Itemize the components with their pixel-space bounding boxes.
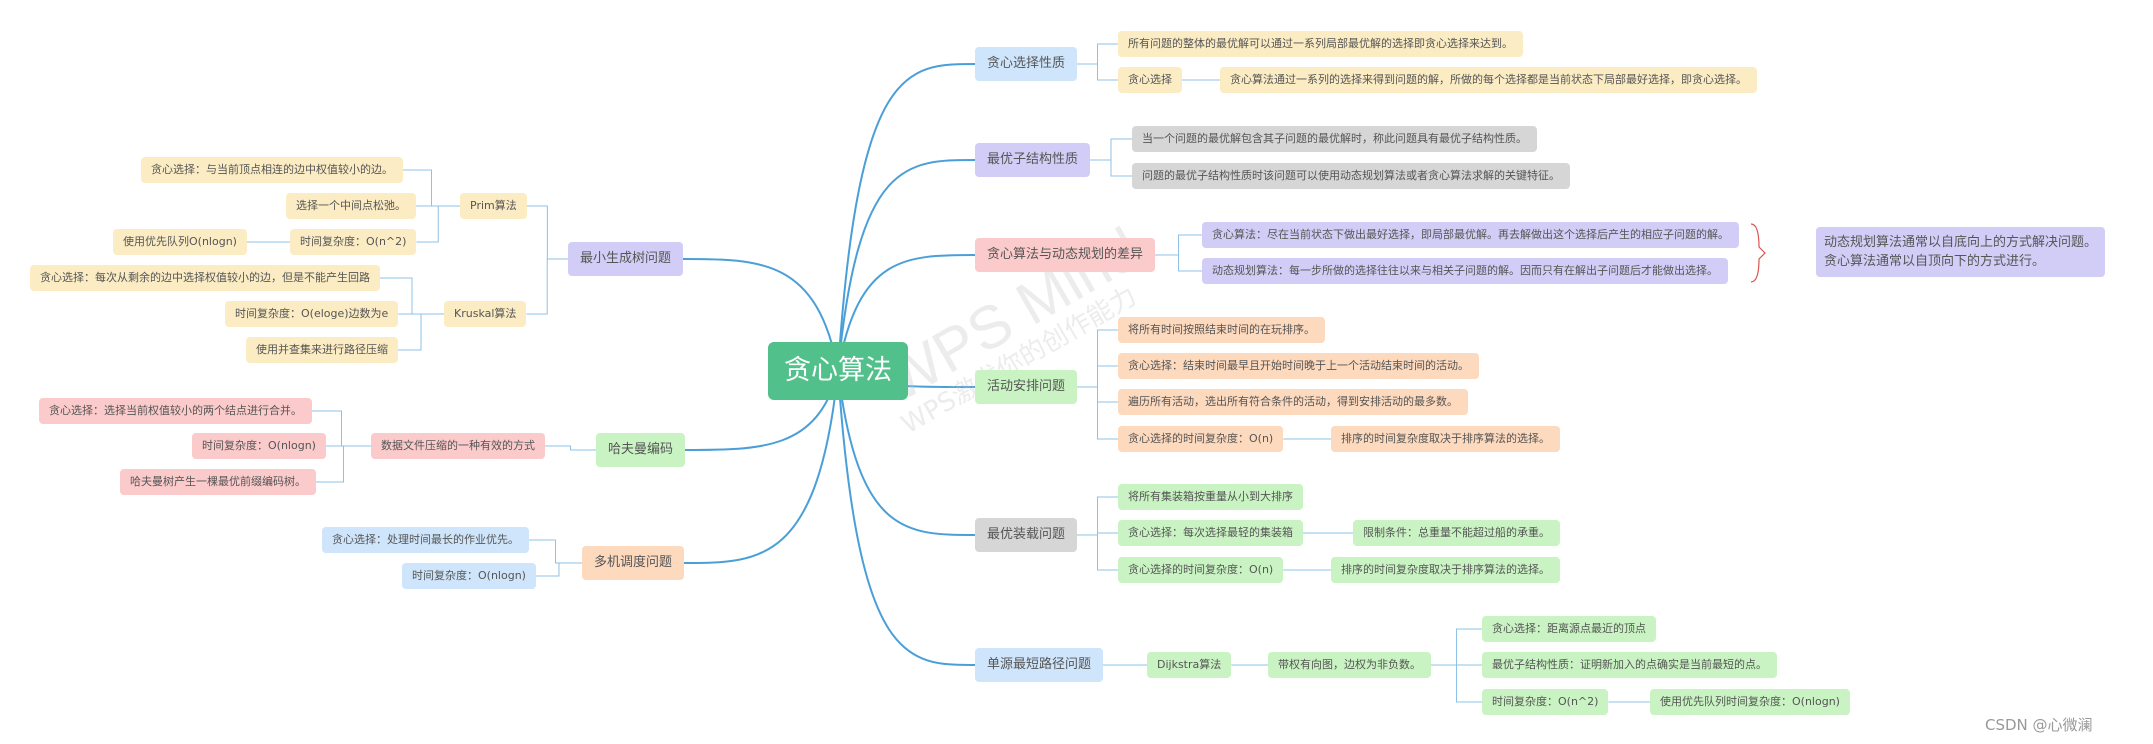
- subtopic-loading-complexity[interactable]: 贪心选择的时间复杂度：O(n): [1118, 557, 1284, 583]
- connector-line: [529, 539, 582, 564]
- subtopic-scheduling-complexity[interactable]: 时间复杂度：O(nlogn): [402, 563, 536, 589]
- connector-line: [837, 159, 976, 372]
- connector-line: [683, 258, 839, 372]
- subtopic-activity-complexity[interactable]: 贪心选择的时间复杂度：O(n): [1118, 426, 1284, 452]
- subtopic-substructure-key[interactable]: 问题的最优子结构性质时该问题可以使用动态规划算法或者贪心算法求解的关键特征。: [1132, 163, 1570, 189]
- subtopic-huffman-tree[interactable]: 哈夫曼树产生一棵最优前缀编码树。: [120, 469, 316, 495]
- connector-line: [316, 445, 371, 483]
- subtopic-activity-greedy[interactable]: 贪心选择：结束时间最早且开始时间晚于上一个活动结束时间的活动。: [1118, 353, 1479, 379]
- connector-line: [837, 370, 976, 536]
- subtopic-prim-relax[interactable]: 选择一个中间点松弛。: [286, 193, 416, 219]
- topic-greedy-vs-dp[interactable]: 贪心算法与动态规划的差异: [975, 238, 1156, 272]
- subtopic-huffman-compression[interactable]: 数据文件压缩的一种有效的方式: [371, 433, 545, 459]
- subtopic-activity-sort-note[interactable]: 排序的时间复杂度取决于排序算法的选择。: [1331, 426, 1560, 452]
- subtopic-greedy-property-def[interactable]: 所有问题的整体的最优解可以通过一系列局部最优解的选择即贪心选择来达到。: [1118, 31, 1523, 57]
- subtopic-kruskal[interactable]: Kruskal算法: [444, 301, 527, 327]
- topic-greedy-choice-property[interactable]: 贪心选择性质: [975, 47, 1078, 81]
- topic-huffman-coding[interactable]: 哈夫曼编码: [596, 433, 686, 467]
- connector-line: [1077, 63, 1118, 81]
- subtopic-scheduling-greedy[interactable]: 贪心选择：处理时间最长的作业优先。: [322, 527, 529, 553]
- connector-line: [545, 445, 596, 451]
- topic-activity-scheduling[interactable]: 活动安排问题: [975, 370, 1078, 404]
- source-credit: CSDN @心微澜: [1985, 716, 2093, 734]
- connector-line: [1077, 386, 1118, 440]
- subtopic-greedy-choice-def[interactable]: 贪心算法通过一系列的选择来得到问题的解，所做的每个选择都是当前状态下局部最好选择…: [1220, 67, 1757, 93]
- connector-line: [1431, 628, 1482, 666]
- subtopic-dijkstra-pq[interactable]: 使用优先队列时间复杂度：O(nlogn): [1650, 689, 1850, 715]
- connector-line: [1090, 159, 1132, 177]
- connector-line: [416, 205, 460, 243]
- root-topic[interactable]: 贪心算法: [768, 342, 908, 400]
- subtopic-dijkstra-substructure[interactable]: 最优子结构性质：证明新加入的点确实是当前最短的点。: [1482, 652, 1777, 678]
- subtopic-dijkstra[interactable]: Dijkstra算法: [1147, 652, 1232, 678]
- subtopic-prim[interactable]: Prim算法: [460, 193, 527, 219]
- subtopic-greedy-choice[interactable]: 贪心选择: [1118, 67, 1182, 93]
- connector-line: [1077, 496, 1118, 536]
- topic-minimum-spanning-tree[interactable]: 最小生成树问题: [568, 242, 684, 276]
- connector-line: [1431, 664, 1482, 703]
- subtopic-activity-traverse[interactable]: 遍历所有活动，选出所有符合条件的活动，得到安排活动的最多数。: [1118, 389, 1468, 415]
- subtopic-loading-sort-note[interactable]: 排序的时间复杂度取决于排序算法的选择。: [1331, 557, 1560, 583]
- connector-line: [684, 370, 839, 564]
- summary-line-1: 动态规划算法通常以自底向上的方式解决问题。: [1824, 235, 2098, 250]
- subtopic-kruskal-greedy[interactable]: 贪心选择：每次从剩余的边中选择权值较小的边，但是不能产生回路: [30, 265, 380, 291]
- connector-line: [1155, 234, 1202, 256]
- subtopic-prim-greedy[interactable]: 贪心选择：与当前顶点相连的边中权值较小的边。: [141, 157, 403, 183]
- subtopic-loading-sort[interactable]: 将所有集装箱按重量从小到大排序: [1118, 484, 1303, 510]
- subtopic-greedy-algo[interactable]: 贪心算法：尽在当前状态下做出最好选择，即局部最优解。再去解做出这个选择后产生的相…: [1202, 222, 1739, 248]
- connector-line: [535, 562, 582, 577]
- connector-line: [1077, 43, 1118, 65]
- connector-line: [1750, 223, 1766, 283]
- connector-line: [1155, 254, 1202, 272]
- connector-line: [837, 63, 976, 372]
- connector-line: [526, 205, 568, 260]
- topic-optimal-substructure[interactable]: 最优子结构性质: [975, 143, 1091, 177]
- subtopic-huffman-greedy[interactable]: 贪心选择：选择当前权值较小的两个结点进行合并。: [39, 398, 312, 424]
- connector-line: [398, 313, 444, 351]
- summary-note: 动态规划算法通常以自底向上的方式解决问题。 贪心算法通常以自顶向下的方式进行。: [1816, 227, 2106, 277]
- subtopic-loading-constraint[interactable]: 限制条件：总重量不能超过船的承重。: [1353, 520, 1560, 546]
- topic-multi-machine-scheduling[interactable]: 多机调度问题: [582, 546, 685, 580]
- connector-line: [1090, 138, 1132, 161]
- subtopic-huffman-complexity[interactable]: 时间复杂度：O(nlogn): [192, 433, 326, 459]
- connector-line: [1077, 534, 1118, 571]
- subtopic-dp-algo[interactable]: 动态规划算法：每一步所做的选择往往以来与相关子问题的解。因而只有在解出子问题后才…: [1202, 258, 1728, 284]
- subtopic-dijkstra-greedy[interactable]: 贪心选择：距离源点最近的顶点: [1482, 616, 1656, 642]
- subtopic-dijkstra-complexity[interactable]: 时间复杂度：O(n^2): [1482, 689, 1609, 715]
- topic-optimal-loading[interactable]: 最优装载问题: [975, 518, 1078, 552]
- summary-line-2: 贪心算法通常以自顶向下的方式进行。: [1824, 254, 2046, 269]
- connector-line: [526, 258, 568, 315]
- subtopic-dijkstra-graph[interactable]: 带权有向图，边权为非负数。: [1268, 652, 1431, 678]
- connector-line: [837, 370, 976, 666]
- connector-line: [1077, 365, 1118, 388]
- subtopic-substructure-def[interactable]: 当一个问题的最优解包含其子问题的最优解时，称此问题具有最优子结构性质。: [1132, 126, 1537, 152]
- subtopic-kruskal-union-find[interactable]: 使用并查集来进行路径压缩: [246, 337, 398, 363]
- subtopic-activity-sort[interactable]: 将所有时间按照结束时间的在玩排序。: [1118, 317, 1325, 343]
- subtopic-prim-pq[interactable]: 使用优先队列O(nlogn): [113, 229, 247, 255]
- topic-shortest-path[interactable]: 单源最短路径问题: [975, 648, 1104, 682]
- subtopic-loading-greedy[interactable]: 贪心选择：每次选择最轻的集装箱: [1118, 520, 1303, 546]
- subtopic-kruskal-complexity[interactable]: 时间复杂度：O(eloge)边数为e: [225, 301, 399, 327]
- subtopic-prim-complexity[interactable]: 时间复杂度：O(n^2): [290, 229, 417, 255]
- connector-line: [837, 254, 976, 372]
